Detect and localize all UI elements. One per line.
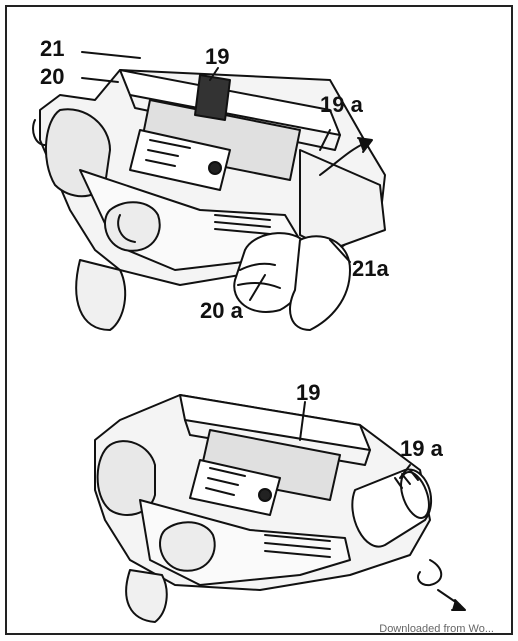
label-21a: 21a <box>352 256 389 281</box>
leader-20a <box>249 274 266 301</box>
leader-21a <box>329 239 351 263</box>
top-illustration <box>32 51 386 331</box>
top-rating-plate <box>129 129 231 191</box>
bottom-illustration <box>94 394 466 623</box>
label-21: 21 <box>40 36 64 61</box>
label-20: 20 <box>40 64 64 89</box>
bottom-front-wheel <box>159 521 216 572</box>
top-brush-dark <box>194 74 231 121</box>
bottom-wheel-housing-left <box>96 440 156 516</box>
label-19a-top: 19 a <box>320 92 364 117</box>
bottom-rating-plate <box>189 459 281 516</box>
bottom-rotation-arrow <box>417 559 443 587</box>
figure-frame <box>5 5 513 635</box>
label-19a-bottom: 19 a <box>400 436 444 461</box>
leader-19-bottom <box>299 401 306 441</box>
label-20a: 20 a <box>200 298 244 323</box>
label-19-top: 19 <box>205 44 229 69</box>
label-19-bottom: 19 <box>296 380 320 405</box>
leader-19a-bottom <box>399 464 411 479</box>
leader-19a-top <box>319 129 331 151</box>
top-front-wheel <box>104 201 161 252</box>
leader-21 <box>81 51 141 59</box>
leader-19-top <box>209 67 219 81</box>
top-hand-right <box>289 235 351 331</box>
footer-source-note: Downloaded from Wo... <box>379 623 494 635</box>
leader-20 <box>81 77 119 83</box>
